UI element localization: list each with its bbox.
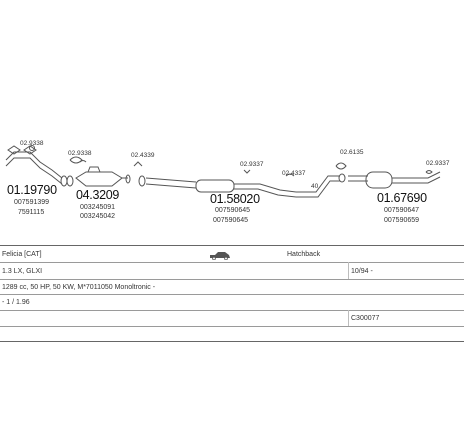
rear-silencer (348, 171, 441, 189)
part-p1-ref2: 7591115 (18, 209, 45, 216)
part-p8-ref2: 007590659 (384, 217, 420, 224)
connecting-pipe (296, 173, 346, 198)
flange (138, 175, 197, 189)
middle-silencer (195, 179, 297, 198)
part-p1-ref1: 007591399 (14, 199, 50, 206)
part-p2-ref1: 003245091 (80, 204, 116, 211)
part-p8-code: 01.67690 (377, 191, 427, 205)
part-p6-small: 40 (311, 183, 319, 190)
info-rule-3 (0, 294, 464, 295)
part-p4-code: 01.58020 (210, 192, 260, 206)
part-p1-small: 02.9338 (20, 140, 44, 147)
part-p4-ref2: 007590645 (213, 217, 249, 224)
engine-spec: 1289 cc, 50 HP, 50 KW, M*7011050 Monoltr… (2, 284, 156, 291)
catalytic-converter (75, 166, 131, 187)
info-divider-ref (348, 310, 349, 326)
info-rule-4 (0, 310, 464, 311)
vehicle-trim: 1.3 LX, GLXI (2, 268, 43, 275)
part-p7-small: 02.6135 (340, 149, 364, 156)
car-icon (210, 252, 230, 260)
body-type: Hatchback (287, 251, 321, 258)
part-p2-small: 02.9338 (68, 150, 92, 157)
info-rule-bottom (0, 341, 464, 342)
part-p8-ref1: 007590647 (384, 207, 420, 214)
part-p8-small: 02.9337 (426, 160, 450, 167)
info-rule-top (0, 245, 464, 246)
part-p5-small: 02.4337 (282, 170, 306, 177)
info-rule-5 (0, 326, 464, 327)
secondary-code: - 1 / 1.96 (2, 299, 30, 306)
part-p4-small: 02.9337 (240, 161, 264, 168)
catalog-reference: C300077 (351, 315, 380, 322)
part-p2-code: 04.3209 (76, 188, 120, 202)
production-date: 10/94 - (351, 268, 373, 275)
info-divider-date (348, 262, 349, 279)
part-p2-ref2: 003245042 (80, 213, 116, 220)
part-p3-small: 02.4339 (131, 152, 155, 159)
vehicle-model: Felicia [CAT] (2, 251, 42, 258)
info-rule-2 (0, 279, 464, 280)
hanger-icons (29, 145, 433, 177)
part-p4-ref1: 007590645 (215, 207, 251, 214)
front-pipe (5, 145, 74, 187)
info-rule-1 (0, 262, 464, 263)
part-p1-code: 01.19790 (7, 183, 57, 197)
